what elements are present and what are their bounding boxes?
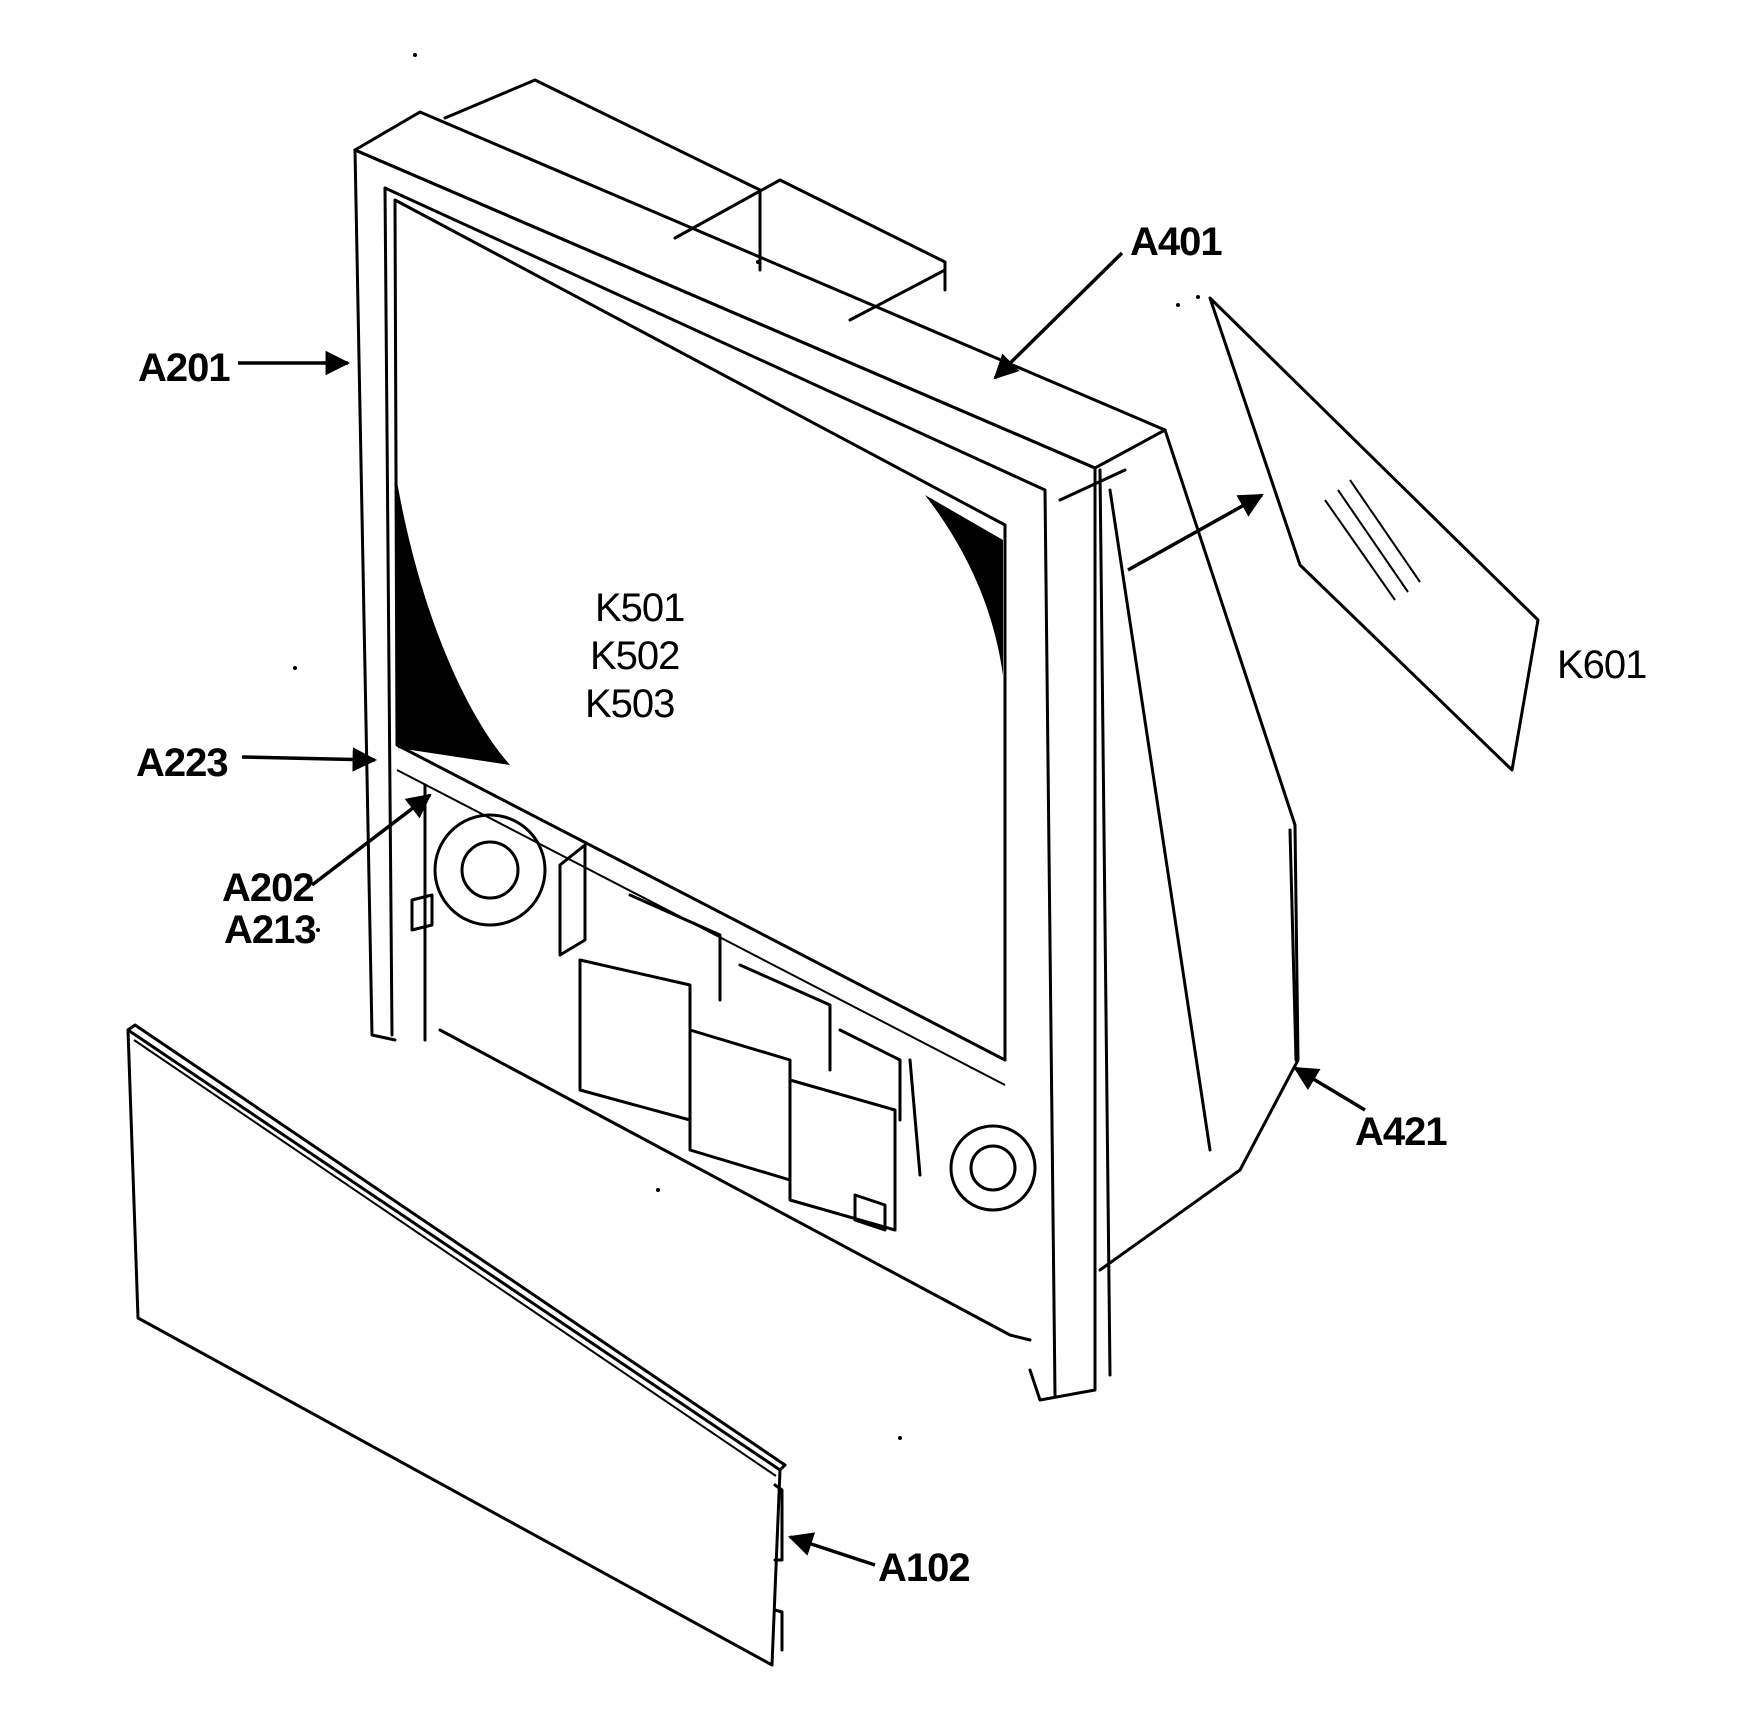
label-a102: A102 [878,1546,971,1590]
k601-filter-panel [1208,296,1540,772]
label-a202: A202 [222,866,315,910]
label-k501: K501 [595,586,685,630]
label-a223: A223 [136,741,229,785]
label-a421: A421 [1355,1110,1448,1154]
speckles [293,53,1200,1440]
label-k601: K601 [1557,643,1647,687]
label-a401: A401 [1130,220,1223,264]
cabinet-body [353,110,1300,1272]
a102-front-panel [126,1023,787,1667]
label-k502: K502 [590,634,680,678]
label-a213: A213 [224,908,317,952]
front-frame [353,148,1127,1402]
top-housing [443,78,947,322]
label-a201: A201 [138,346,231,390]
lower-compartment [410,783,1037,1342]
leader-lines [238,251,1366,1567]
label-k503: K503 [585,682,675,726]
